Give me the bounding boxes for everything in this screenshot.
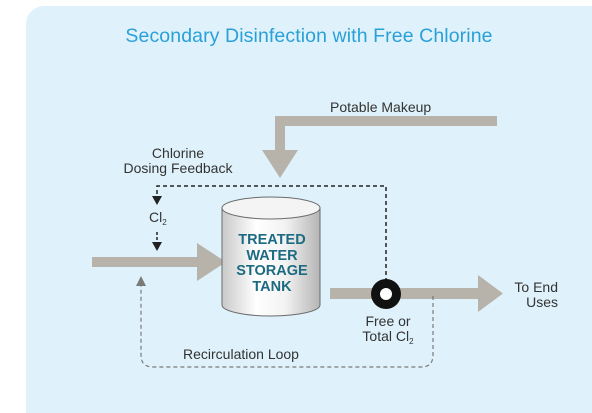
recirculation-loop-label: Recirculation Loop [183,346,299,362]
chlorine-sensor [371,279,401,309]
outlet-pipe [330,275,503,312]
inlet-pipe [92,243,226,281]
cl2-dose-label: Cl2 [149,209,167,228]
tank-label: TREATED WATER STORAGE TANK [236,232,308,295]
to-end-uses-label: To End Uses [514,279,558,310]
storage-tank [221,196,321,317]
chlorine-dosing-feedback-label: Chlorine Dosing Feedback [123,145,233,176]
chlorine-injection-arrow [152,232,162,251]
diagram-title: Secondary Disinfection with Free Chlorin… [125,25,493,47]
potable-makeup-pipe [262,116,497,178]
recirculation-loop-line [136,276,434,368]
potable-makeup-label: Potable Makeup [330,99,432,115]
chlorine-dosing-feedback-line [152,185,387,282]
free-total-cl2-label: Free or Total Cl2 [362,313,414,347]
